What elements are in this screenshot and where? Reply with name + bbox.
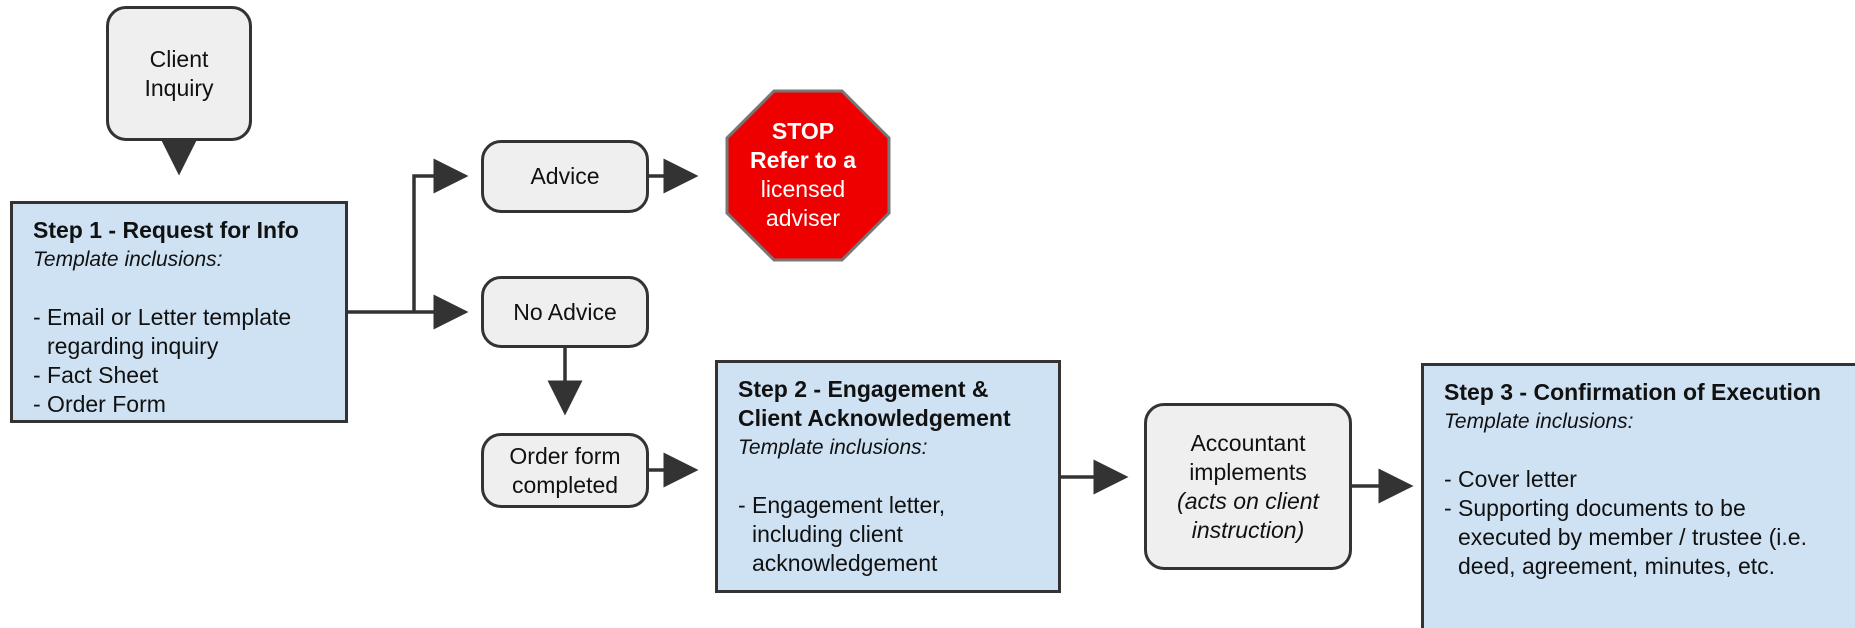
accountant-line-2: implements: [1189, 458, 1307, 485]
order-form-line-2: completed: [511, 471, 619, 498]
accountant-node: Accountant implements (acts on client in…: [1144, 403, 1352, 570]
step3-subtitle: Template inclusions:: [1444, 410, 1634, 433]
step1-box: Step 1 - Request for Info Template inclu…: [10, 201, 348, 423]
advice-node: Advice: [481, 140, 649, 213]
stop-line-2: Refer to a: [749, 147, 857, 173]
step2-box: Step 2 - Engagement & Client Acknowledge…: [715, 360, 1061, 593]
step1-list: - Email or Letter template regarding inq…: [33, 303, 325, 419]
step3-item-1: - Cover letter: [1444, 466, 1577, 492]
arrow-step1-to-advice: [412, 158, 469, 312]
advice-label: Advice: [530, 163, 600, 189]
order-form-line-1: Order form: [509, 442, 621, 469]
order-form-node: Order form completed: [481, 433, 649, 508]
stop-octagon: [725, 89, 891, 262]
client-inquiry-node: Client Inquiry: [106, 6, 252, 141]
stop-line-3: licensed: [760, 176, 846, 202]
step1-title: Step 1 - Request for Info: [33, 217, 299, 243]
step2-item-1: - Engagement letter, including client ac…: [738, 492, 946, 576]
stop-line-1: STOP: [771, 118, 835, 144]
no-advice-label: No Advice: [513, 298, 617, 325]
step2-list: - Engagement letter, including client ac…: [738, 491, 1038, 578]
step1-item-2: - Fact Sheet: [33, 362, 159, 388]
step3-title: Step 3 - Confirmation of Execution: [1444, 379, 1821, 405]
stop-text: STOP Refer to a licensed adviser: [713, 117, 893, 233]
client-inquiry-line-1: Client: [149, 45, 209, 72]
accountant-line-1: Accountant: [1190, 429, 1306, 456]
step3-list: - Cover letter - Supporting documents to…: [1444, 465, 1838, 581]
step1-item-1: - Email or Letter template regarding inq…: [33, 304, 292, 359]
step2-title: Step 2 - Engagement & Client Acknowledge…: [738, 376, 1011, 431]
step1-item-3: - Order Form: [33, 391, 166, 417]
client-inquiry-line-2: Inquiry: [144, 74, 214, 101]
no-advice-node: No Advice: [481, 276, 649, 348]
accountant-line-4: instruction): [1191, 516, 1305, 543]
stop-line-4: adviser: [765, 205, 841, 231]
step2-subtitle: Template inclusions:: [738, 436, 928, 459]
accountant-line-3: (acts on client: [1177, 487, 1319, 514]
step3-item-2: - Supporting documents to be executed by…: [1444, 495, 1807, 579]
step3-box: Step 3 - Confirmation of Execution Templ…: [1421, 363, 1855, 628]
step1-subtitle: Template inclusions:: [33, 248, 223, 271]
